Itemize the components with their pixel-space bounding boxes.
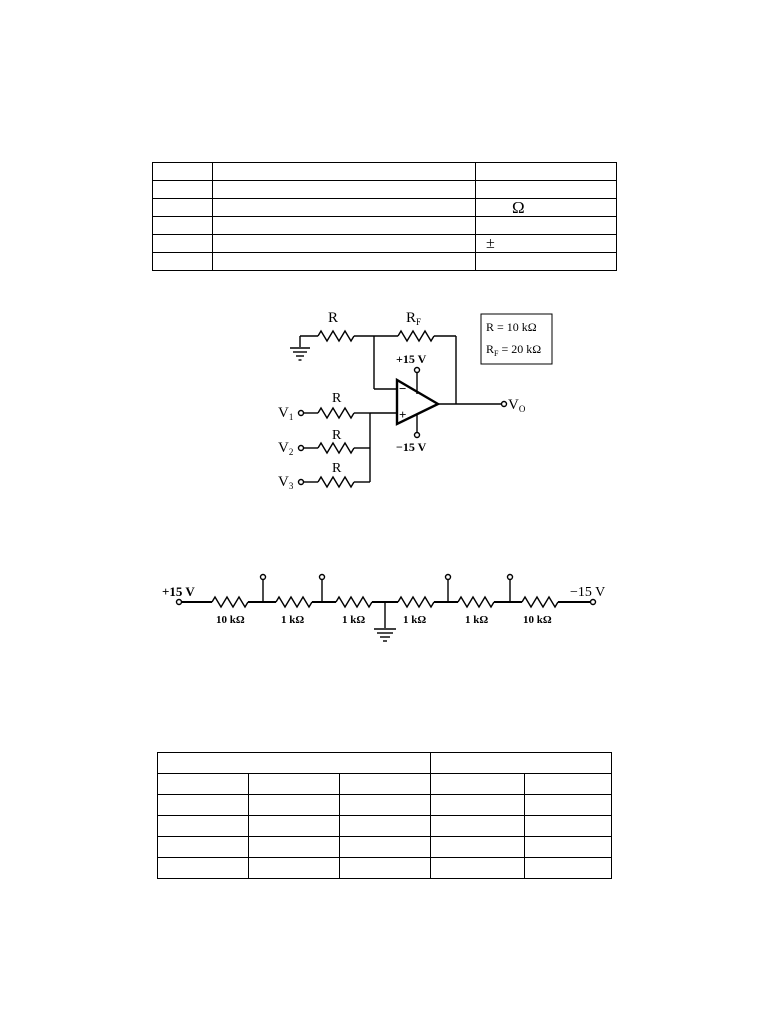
tap-terminal: [318, 573, 326, 581]
resistor-r2: [317, 441, 355, 455]
minus-supply-label: −15 V: [396, 440, 427, 454]
resistor-value-label: 10 kΩ: [523, 614, 552, 626]
table-row: [157, 815, 612, 837]
table-row: [157, 794, 612, 816]
table-row: [157, 857, 612, 879]
resistor-r1: [317, 406, 355, 420]
tap-terminal: [259, 573, 267, 581]
vo-label: VO: [508, 397, 526, 414]
plus-supply-label: +15 V: [396, 352, 427, 366]
ground-icon: [290, 336, 310, 361]
legend-rf-value: RF = 20 kΩ: [486, 342, 541, 358]
v2-label: V2: [278, 440, 293, 457]
resistor-1k: [335, 595, 373, 609]
resistor-1k: [275, 595, 313, 609]
resistor-value-label: 10 kΩ: [216, 614, 245, 626]
right-supply-label: −15 V: [570, 585, 605, 600]
specs-table: Ω ±: [152, 162, 617, 271]
v1-label: V1: [278, 405, 293, 422]
resistor-1k: [397, 595, 435, 609]
v3-label: V3: [278, 474, 294, 491]
ground-icon: [374, 602, 396, 642]
resistor-r3: [317, 475, 355, 489]
resistor-value-label: 1 kΩ: [465, 614, 488, 626]
tap-terminal: [506, 573, 514, 581]
summing-amplifier-schematic: R RF − + +15 V −15 V VO: [278, 310, 553, 491]
legend-r-value: R = 10 kΩ: [486, 320, 537, 334]
voltage-divider-schematic: +15 V −15 V: [162, 573, 605, 642]
tap-terminal: [444, 573, 452, 581]
resistor-rf: [397, 329, 435, 343]
inverting-input-label: −: [399, 381, 406, 396]
resistor-value-label: 1 kΩ: [403, 614, 426, 626]
left-supply-label: +15 V: [162, 584, 195, 599]
table-row: [157, 836, 612, 858]
table-row: [152, 252, 617, 271]
resistor-label: R: [332, 428, 342, 443]
noninverting-input-label: +: [399, 407, 406, 422]
table-row: [152, 216, 617, 235]
resistor-value-label: 1 kΩ: [342, 614, 365, 626]
table-header-row: [157, 752, 612, 774]
table-row: ±: [152, 234, 617, 253]
resistor-label: R: [328, 310, 338, 326]
resistor-value-label: 1 kΩ: [281, 614, 304, 626]
table-row: [157, 773, 612, 795]
measurements-table: [157, 752, 612, 879]
table-row: [152, 162, 617, 181]
resistor-10k-right: [521, 595, 559, 609]
rf-label: RF: [406, 310, 421, 327]
resistor-label: R: [332, 461, 342, 476]
component-values-legend: R = 10 kΩ RF = 20 kΩ: [480, 313, 553, 365]
resistor-10k-left: [211, 595, 249, 609]
resistor-1k: [457, 595, 495, 609]
resistor-label: R: [332, 391, 342, 406]
resistor-r-ground: [317, 329, 355, 343]
